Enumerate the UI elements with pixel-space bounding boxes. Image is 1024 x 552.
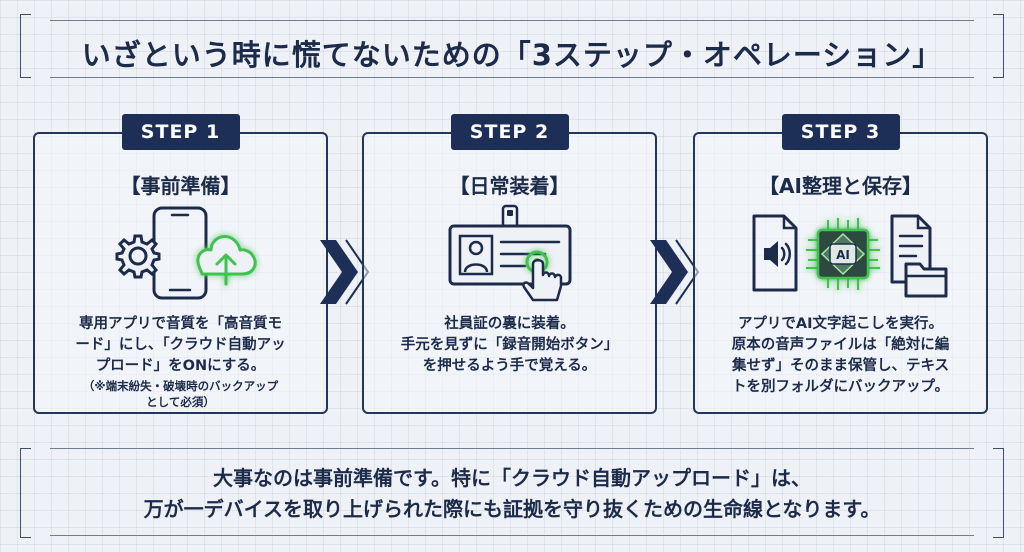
- summary-text: 大事なのは事前準備です。特に「クラウド自動アップロード」は、 万が一デバイスを取…: [20, 463, 1004, 525]
- ai-chip-icon: [805, 218, 880, 290]
- step-description-1: 専用アプリで音質を「高音質モ ード」にし、「クラウド自動アッ プロード」をONに…: [45, 314, 316, 377]
- title-bracket-left: [20, 14, 31, 78]
- smartphone-icon: [152, 206, 207, 300]
- step-badge-1: STEP 1: [121, 114, 240, 150]
- step-panel-2: STEP 2 【日常装着】 社員証の裏に装着。 手元を見ずに「録音開始: [362, 114, 657, 414]
- note-line: として必須）: [146, 395, 215, 409]
- title-frame: いざという時に慌てないための「3ステップ・オペレーション」: [20, 10, 1004, 80]
- description-line: アプリでAI文字起こしを実行。: [737, 316, 944, 332]
- step-description-2: 社員証の裏に装着。 手元を見ずに「録音開始ボタン」 を押せるよう手で覚える。: [374, 314, 645, 377]
- step-badge-2: STEP 2: [450, 114, 569, 150]
- document-folder-icon: [890, 214, 947, 298]
- step-badge-3: STEP 3: [781, 114, 900, 150]
- step-description-3: アプリでAI文字起こしを実行。 原本の音声ファイルは「絶対に編 集せず」そのまま…: [705, 314, 976, 398]
- description-line: 手元を見ずに「録音開始ボタン」: [400, 337, 619, 353]
- summary-bracket-left: [20, 448, 31, 538]
- cloud-upload-icon: [195, 235, 257, 286]
- ai-chip-label: AI: [836, 248, 850, 262]
- note-line: （※端末紛失・破壊時のバックアップ: [82, 379, 279, 393]
- description-line: 原本の音声ファイルは「絶対に編: [731, 337, 950, 353]
- step-note-1: （※端末紛失・破壊時のバックアップ として必須）: [45, 378, 316, 410]
- step-panel-1: STEP 1 【事前準備】 専用アプリで音質を「高音質モ: [33, 114, 328, 414]
- step-2-illustration: [448, 204, 571, 302]
- summary-line: 大事なのは事前準備です。特に「クラウド自動アップロード」は、: [213, 466, 811, 490]
- summary-frame: 大事なのは事前準備です。特に「クラウド自動アップロード」は、 万が一デバイスを取…: [20, 446, 1004, 540]
- title-rule-top: [50, 20, 974, 21]
- description-line: 専用アプリで音質を「高音質モ: [79, 316, 282, 332]
- page-title: いざという時に慌てないための「3ステップ・オペレーション」: [81, 38, 943, 72]
- title-rule-bottom: [50, 77, 974, 78]
- summary-rule-bottom: [50, 535, 974, 536]
- step-1-illustration: [115, 206, 257, 300]
- step-3-illustration: AI: [752, 214, 947, 298]
- summary-bracket-right: [993, 448, 1004, 538]
- description-line: トを別フォルダにバックアップ。: [731, 379, 950, 395]
- step-panel-3: STEP 3 【AI整理と保存】: [693, 114, 988, 414]
- step-heading-3: 【AI整理と保存】: [759, 174, 922, 198]
- description-line: 社員証の裏に装着。: [444, 316, 575, 332]
- audio-file-icon: [752, 214, 797, 292]
- summary-rule-top: [50, 448, 974, 449]
- step-heading-2: 【日常装着】: [449, 174, 570, 198]
- gear-icon: [115, 234, 160, 279]
- title-bracket-right: [993, 14, 1004, 78]
- description-line: ード」にし、「クラウド自動アッ: [75, 337, 286, 353]
- description-line: プロード」をONにする。: [95, 358, 266, 374]
- description-line: を押せるよう手で覚える。: [422, 358, 597, 374]
- pointing-hand-icon: [521, 250, 562, 302]
- summary-line: 万が一デバイスを取り上げられた際にも証拠を守り抜くための生命線となります。: [143, 497, 881, 521]
- description-line: 集せず」そのまま保管し、テキス: [731, 358, 950, 374]
- step-heading-1: 【事前準備】: [120, 174, 241, 198]
